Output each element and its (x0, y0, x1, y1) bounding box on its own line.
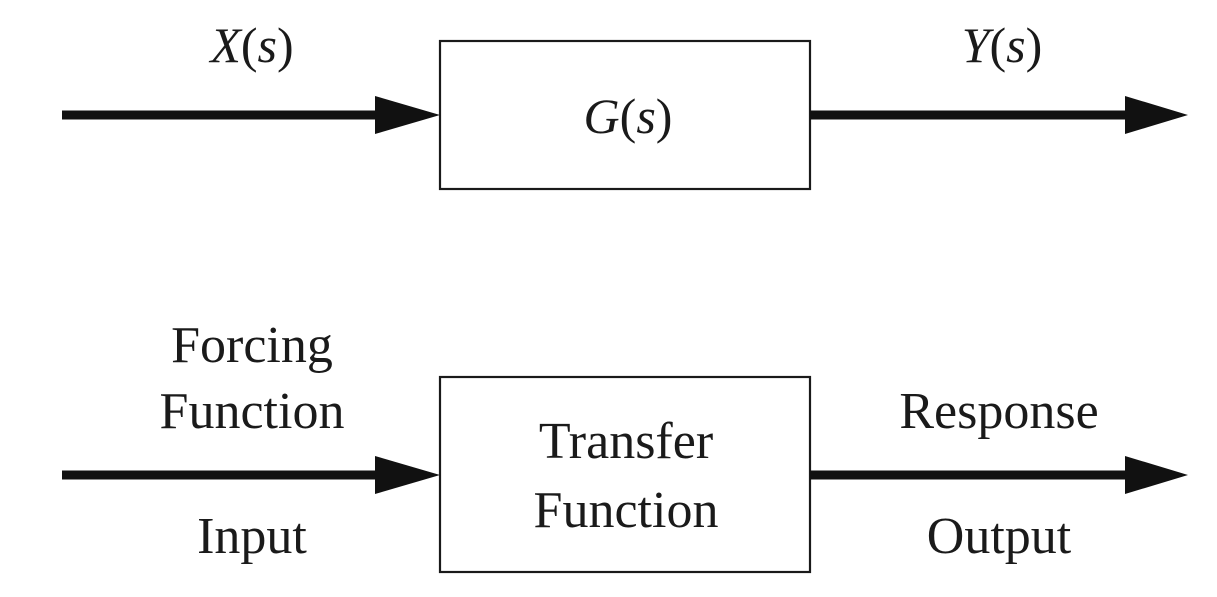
bottom-input-arrow (62, 456, 440, 494)
bottom-transfer-block (438, 375, 812, 574)
top-transfer-block (438, 39, 812, 191)
top-block-label: G(s) (584, 88, 673, 144)
forcing-label: Forcing (171, 317, 333, 374)
bottom-output-arrow (810, 456, 1188, 494)
top-row: X(s) G(s) Y(s) (62, 17, 1188, 191)
input-label: Input (197, 508, 307, 565)
top-output-label: Y(s) (962, 17, 1043, 73)
top-input-arrow (62, 96, 440, 134)
output-label: Output (927, 508, 1072, 565)
bottom-row: Forcing Function Input Transfer Function… (62, 317, 1188, 574)
top-input-label: X(s) (208, 17, 293, 73)
bottom-output-arrow-head (1125, 456, 1188, 494)
forcing-function-label: Function (160, 383, 345, 440)
top-output-arrow-head (1125, 96, 1188, 134)
top-input-arrow-head (375, 96, 440, 134)
bottom-input-arrow-head (375, 456, 440, 494)
response-label: Response (899, 383, 1098, 440)
top-output-arrow (810, 96, 1188, 134)
transfer-label: Transfer (539, 413, 713, 470)
transfer-function-label: Function (534, 482, 719, 539)
